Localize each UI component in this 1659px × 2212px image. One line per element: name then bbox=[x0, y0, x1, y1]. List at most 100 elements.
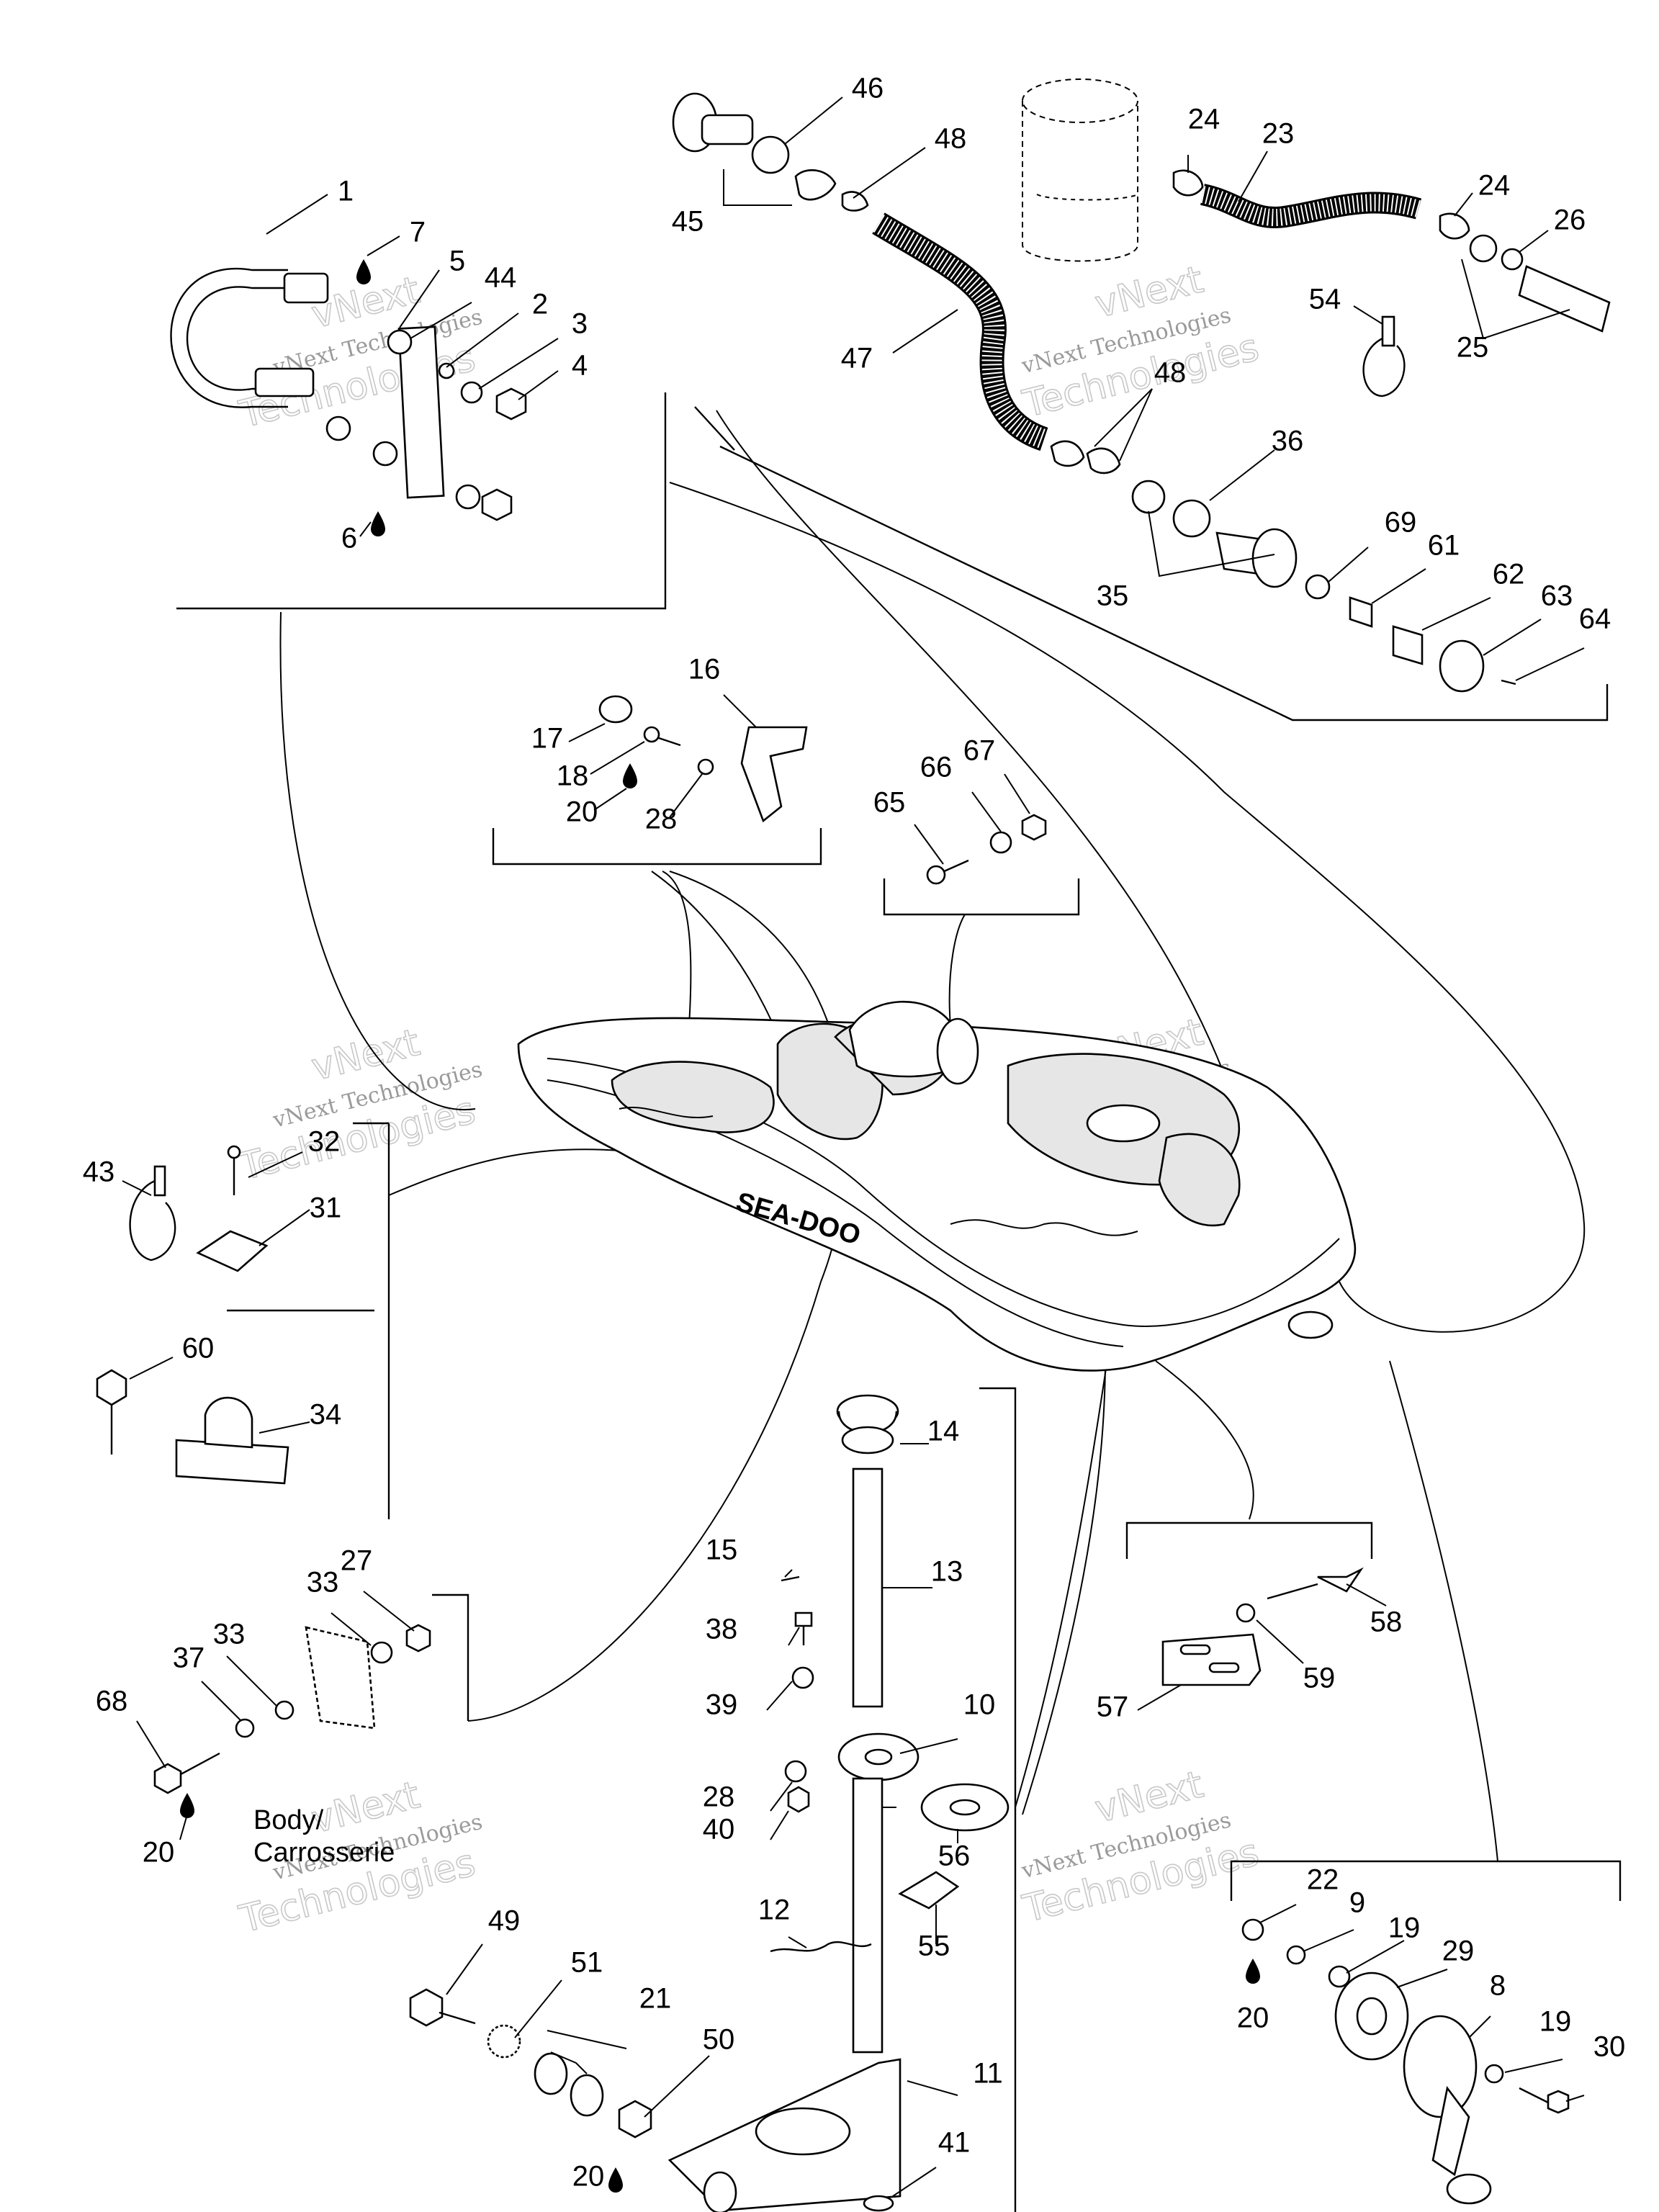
callout-21: 21 bbox=[639, 1983, 672, 2015]
bolt-68-assembly bbox=[153, 1624, 431, 1794]
callout-32: 32 bbox=[308, 1126, 341, 1158]
callout-51: 51 bbox=[571, 1947, 603, 1979]
callout-7: 7 bbox=[410, 217, 426, 248]
callout-numbers: 1 7 5 44 2 3 4 6 46 48 45 47 24 23 24 26… bbox=[83, 73, 1626, 2193]
callout-37: 37 bbox=[173, 1642, 205, 1674]
group-brackets bbox=[176, 392, 1622, 2212]
callout-56: 56 bbox=[938, 1840, 971, 1872]
callout-25: 25 bbox=[1457, 332, 1489, 364]
callout-65: 65 bbox=[873, 787, 906, 819]
callout-20b: 20 bbox=[143, 1837, 175, 1869]
callout-45: 45 bbox=[672, 206, 704, 238]
drop-icon bbox=[608, 2167, 623, 2193]
callout-5: 5 bbox=[449, 246, 465, 277]
caption-line-1: Body/ bbox=[253, 1805, 324, 1835]
caption-line-2: Carrosserie bbox=[253, 1838, 395, 1868]
callout-22: 22 bbox=[1307, 1864, 1339, 1896]
drop-icon bbox=[180, 1793, 194, 1818]
callout-2: 2 bbox=[532, 289, 548, 320]
callout-34: 34 bbox=[310, 1399, 342, 1431]
watermark: vNext vNext Technologies Technologies bbox=[1018, 1763, 1264, 1932]
callout-20d: 20 bbox=[1237, 2002, 1269, 2034]
callout-57: 57 bbox=[1097, 1691, 1129, 1723]
callout-48a: 48 bbox=[935, 123, 967, 155]
callout-33a: 33 bbox=[307, 1567, 339, 1599]
callout-39: 39 bbox=[706, 1689, 738, 1721]
callout-17: 17 bbox=[531, 723, 564, 755]
callout-29: 29 bbox=[1442, 1936, 1475, 1967]
hose-and-fitting-assembly bbox=[672, 78, 1611, 693]
callout-12: 12 bbox=[758, 1894, 791, 1926]
callout-28a: 28 bbox=[645, 804, 678, 835]
callout-69: 69 bbox=[1385, 507, 1417, 539]
tow-eye-assembly bbox=[170, 267, 527, 521]
callout-46: 46 bbox=[852, 73, 884, 104]
callout-9: 9 bbox=[1349, 1887, 1365, 1919]
callout-20a: 20 bbox=[566, 796, 598, 828]
body-caption: Body/ Carrosserie bbox=[253, 1805, 395, 1868]
drain-plug-assembly bbox=[1241, 1918, 1570, 2205]
boat-hull: SEA-DOO bbox=[517, 1000, 1357, 1372]
callout-58: 58 bbox=[1370, 1606, 1403, 1638]
bracket-16-assembly bbox=[598, 695, 808, 823]
callout-47: 47 bbox=[841, 343, 873, 374]
callout-13: 13 bbox=[931, 1556, 963, 1588]
callout-68: 68 bbox=[96, 1686, 128, 1717]
callout-24a: 24 bbox=[1188, 104, 1220, 135]
callout-62: 62 bbox=[1493, 559, 1525, 590]
bolt-65-assembly bbox=[926, 814, 1047, 885]
callout-6: 6 bbox=[341, 523, 357, 554]
callout-54: 54 bbox=[1309, 284, 1341, 315]
callout-55: 55 bbox=[918, 1930, 950, 1962]
callout-8: 8 bbox=[1490, 1970, 1506, 2002]
callout-19b: 19 bbox=[1539, 2006, 1572, 2038]
callout-10: 10 bbox=[963, 1689, 996, 1721]
callout-30: 30 bbox=[1593, 2031, 1626, 2063]
callout-28b: 28 bbox=[703, 1781, 735, 1813]
callout-41: 41 bbox=[938, 2127, 971, 2159]
steering-post bbox=[667, 1394, 1010, 2212]
watermark: vNext vNext Technologies Technologies bbox=[235, 1020, 485, 1190]
canister bbox=[1022, 78, 1138, 262]
callout-60: 60 bbox=[182, 1333, 215, 1364]
callout-59: 59 bbox=[1303, 1663, 1336, 1694]
drop-icon bbox=[371, 511, 385, 536]
callout-24b: 24 bbox=[1478, 170, 1511, 202]
callout-44: 44 bbox=[485, 262, 517, 294]
drop-icon bbox=[1246, 1959, 1260, 1984]
callout-3: 3 bbox=[572, 308, 588, 340]
callout-63: 63 bbox=[1541, 580, 1573, 612]
bracket-57-assembly bbox=[1161, 1567, 1364, 1686]
callout-26: 26 bbox=[1554, 204, 1586, 236]
callout-31: 31 bbox=[310, 1192, 342, 1224]
callout-27: 27 bbox=[341, 1545, 373, 1577]
callout-16: 16 bbox=[688, 654, 721, 685]
drop-icon bbox=[356, 259, 371, 284]
watermark: vNext vNext Technologies Technologies bbox=[1018, 258, 1264, 427]
callout-43: 43 bbox=[83, 1156, 115, 1188]
callout-50: 50 bbox=[703, 2024, 735, 2056]
callout-38: 38 bbox=[706, 1614, 738, 1645]
callout-64: 64 bbox=[1579, 603, 1611, 635]
drop-icon bbox=[623, 763, 637, 788]
leader-lines bbox=[122, 96, 1585, 2197]
callout-20c: 20 bbox=[572, 2161, 605, 2193]
callout-4: 4 bbox=[572, 350, 588, 382]
callout-15: 15 bbox=[706, 1534, 738, 1566]
callout-11: 11 bbox=[973, 2058, 1003, 2090]
callout-48b: 48 bbox=[1154, 357, 1187, 389]
callout-61: 61 bbox=[1428, 530, 1460, 562]
callout-36: 36 bbox=[1272, 426, 1304, 457]
callout-66: 66 bbox=[920, 752, 953, 783]
callout-49: 49 bbox=[488, 1905, 521, 1937]
callout-19a: 19 bbox=[1388, 1912, 1421, 1944]
callout-35: 35 bbox=[1097, 580, 1129, 612]
callout-67: 67 bbox=[963, 735, 996, 767]
callout-33b: 33 bbox=[213, 1619, 246, 1650]
watermark: vNext vNext Technologies Technologies bbox=[235, 268, 485, 437]
sealant-markers bbox=[180, 259, 1260, 2193]
callout-18: 18 bbox=[557, 760, 589, 792]
callout-40: 40 bbox=[703, 1814, 735, 1845]
bolt-49-assembly bbox=[409, 1988, 737, 2212]
